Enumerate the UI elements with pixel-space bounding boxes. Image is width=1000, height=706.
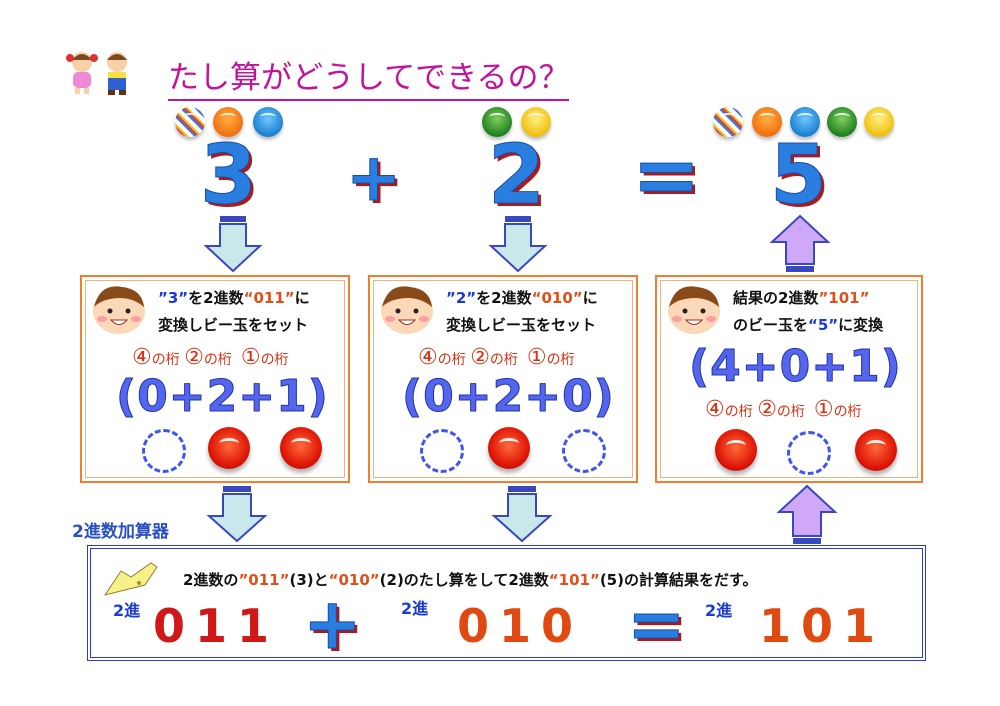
number-3: 3 (199, 128, 258, 223)
yellow-marble-icon (864, 107, 894, 137)
red-marble-icon (208, 427, 250, 469)
binary-value: “011” (243, 289, 295, 307)
place-2: ② (470, 345, 490, 370)
place-1: ① (813, 397, 834, 422)
text: に (582, 289, 598, 307)
green-marble-icon (827, 107, 857, 137)
place-label: の桁 (833, 404, 862, 420)
place-label: の桁 (489, 352, 518, 368)
red-marble-icon (280, 427, 322, 469)
place-2: ② (184, 345, 204, 370)
text: (5)の計算結果をだす。 (599, 571, 758, 589)
binary-prefix: 2進 (113, 601, 141, 620)
decimal-value: ”3” (158, 289, 189, 307)
down-arrow-icon (206, 486, 268, 543)
red-marble-icon (715, 429, 757, 471)
text: 結果の2進数 (733, 289, 819, 307)
adder-description: 2進数の”011”(3)と“010”(2)のたし算をして2進数“101”(5)の… (183, 569, 757, 590)
place-1: ① (526, 345, 547, 370)
place-label: の桁 (151, 352, 180, 368)
yellow-marble-icon (521, 107, 551, 137)
page-title: たし算がどうしてできるの？ (168, 52, 570, 101)
red-marble-icon (488, 427, 530, 469)
binary-prefix: 2進 (705, 601, 733, 620)
text: (2)のたし算をして2進数 (379, 571, 549, 589)
up-arrow-icon (769, 214, 831, 272)
number-2: 2 (487, 128, 546, 223)
place-label: の桁 (546, 352, 575, 368)
number-5: 5 (769, 128, 828, 223)
striped-marble-icon (175, 107, 205, 137)
text: に変換 (838, 316, 884, 334)
place-4: ④ (705, 397, 725, 422)
empty-slot-icon (787, 431, 831, 475)
text: 変換しビー玉をセット (158, 316, 309, 334)
digit-labels: ④の桁 ②の桁 ①の桁 (132, 345, 289, 370)
binary-adder-box: 2進数の”011”(3)と“010”(2)のたし算をして2進数“101”(5)の… (87, 545, 926, 661)
place-4: ④ (132, 345, 152, 370)
box-description: ”2”を2進数“010”に変換しビー玉をセット (446, 285, 598, 339)
text: を2進数 (476, 289, 532, 307)
conversion-box-5: 結果の2進数”101”のビー玉を“5”に変換 (4+0+1) ④の桁 ②の桁 ①… (655, 275, 923, 483)
down-arrow-icon (491, 486, 553, 543)
binary-value: ”011” (238, 571, 290, 589)
text: を2進数 (188, 289, 244, 307)
text: 変換しビー玉をセット (446, 316, 597, 334)
orange-marble-icon (752, 107, 782, 137)
boy-face-icon (381, 286, 433, 334)
down-arrow-icon (488, 216, 548, 273)
striped-marble-icon (713, 107, 743, 137)
conversion-box-2: ”2”を2進数“010”に変換しビー玉をセット ④の桁 ②の桁 ①の桁 (0+2… (368, 275, 638, 483)
place-2: ② (757, 397, 777, 422)
binary-a: 011 (153, 599, 280, 653)
decimal-value: ”2” (446, 289, 477, 307)
place-label: の桁 (203, 352, 232, 368)
empty-slot-icon (420, 429, 464, 473)
binary-value: ”101” (818, 289, 870, 307)
binary-value: “101” (548, 571, 600, 589)
equals-sign: = (632, 128, 702, 223)
down-arrow-icon (203, 216, 263, 273)
boy-face-icon (93, 286, 145, 334)
digit-labels: ④の桁 ②の桁 ①の桁 (705, 397, 862, 422)
blue-marble-icon (790, 107, 820, 137)
box-description: ”3”を2進数“011”に変換しビー玉をセット (158, 285, 310, 339)
place-4: ④ (418, 345, 438, 370)
chip-icon (103, 562, 158, 596)
red-marble-icon (855, 429, 897, 471)
binary-value: “010” (328, 571, 380, 589)
green-marble-icon (482, 107, 512, 137)
place-label: の桁 (260, 352, 289, 368)
formula: (4+0+1) (689, 341, 902, 393)
kids-illustration-icon (66, 52, 127, 95)
place-label: の桁 (724, 404, 753, 420)
text: (3)と (289, 571, 329, 589)
place-1: ① (240, 345, 261, 370)
text: 2進数の (183, 571, 239, 589)
binary-adder-label: 2進数加算器 (72, 522, 169, 542)
digit-labels: ④の桁 ②の桁 ①の桁 (418, 345, 575, 370)
blue-marble-icon (253, 107, 283, 137)
boy-face-icon (668, 286, 720, 334)
place-label: の桁 (437, 352, 466, 368)
formula: (0+2+1) (116, 371, 329, 423)
binary-b: 010 (457, 599, 584, 653)
text: のビー玉を (733, 316, 809, 334)
decimal-value: “5” (808, 316, 839, 334)
box-description: 結果の2進数”101” のビー玉を“5”に変換 (733, 285, 883, 339)
empty-slot-icon (562, 429, 606, 473)
binary-plus: + (303, 583, 363, 665)
formula: (0+2+0) (402, 371, 615, 423)
orange-marble-icon (213, 107, 243, 137)
plus-sign: + (345, 139, 402, 216)
conversion-box-3: ”3”を2進数“011”に変換しビー玉をセット ④の桁 ②の桁 ①の桁 (0+2… (80, 275, 350, 483)
binary-prefix: 2進 (401, 599, 429, 618)
binary-value: “010” (531, 289, 583, 307)
text: に (294, 289, 310, 307)
up-arrow-icon (776, 484, 838, 544)
binary-result: 101 (759, 599, 886, 653)
place-label: の桁 (776, 404, 805, 420)
empty-slot-icon (142, 429, 186, 473)
binary-equals: = (627, 583, 687, 665)
